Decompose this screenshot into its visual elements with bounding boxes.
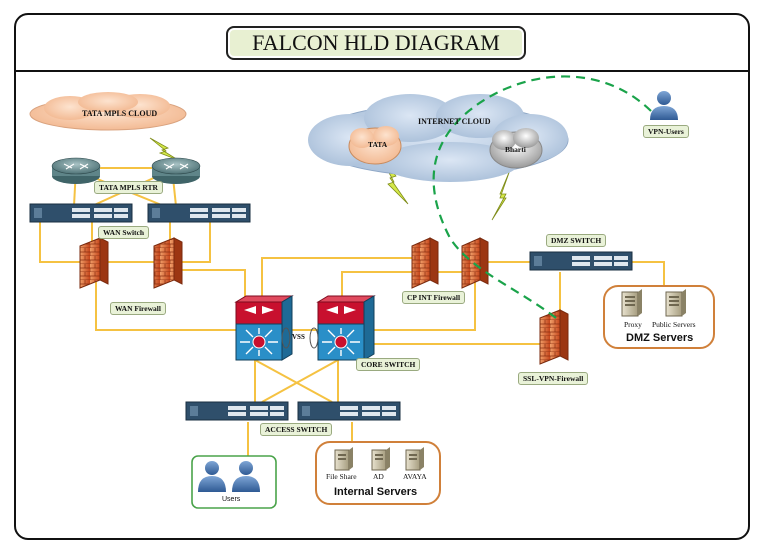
bharti-cloud-label: Bharti — [505, 145, 526, 154]
file-share-label: File Share — [326, 472, 357, 481]
vpn-users-label: VPN-Users — [643, 125, 689, 138]
user-icon-1 — [198, 461, 226, 492]
core-switch-1 — [234, 295, 294, 361]
diagram-title: FALCON HLD DIAGRAM — [226, 26, 526, 60]
ad-server-icon — [371, 447, 390, 471]
cp-int-firewall-label: CP INT Firewall — [402, 291, 466, 304]
vss-link-icon — [281, 327, 319, 349]
user-icon-2 — [232, 461, 260, 492]
dmz-switch-label: DMZ SWITCH — [546, 234, 607, 247]
access-switch-2 — [297, 401, 401, 421]
public-server-icon — [665, 289, 686, 317]
wan-switch-1 — [29, 203, 133, 223]
avaya-label: AVAYA — [403, 472, 427, 481]
wan-firewall-label: WAN Firewall — [110, 302, 166, 315]
users-label: Users — [222, 496, 241, 503]
mpls-router-2 — [151, 157, 201, 184]
core-switch-2 — [316, 295, 376, 361]
bharti-isp-cloud — [489, 128, 543, 169]
mpls-router-1 — [51, 157, 101, 184]
ad-label: AD — [373, 472, 384, 481]
wan-switch-label: WAN Switch — [98, 226, 150, 239]
vpn-tunnel-path — [432, 75, 653, 319]
ssl-vpn-firewall — [539, 309, 569, 365]
core-switch-label: CORE SWITCH — [356, 358, 421, 371]
mpls-router-label: TATA MPLS RTR — [94, 181, 163, 194]
vss-label: VSS — [292, 333, 305, 341]
avaya-server-icon — [405, 447, 424, 471]
internal-servers-title: Internal Servers — [334, 486, 418, 498]
wan-firewall-1 — [79, 237, 109, 289]
wan-switch-2 — [147, 203, 251, 223]
title-divider — [15, 70, 749, 72]
proxy-server-label: Proxy — [624, 320, 642, 329]
proxy-server-icon — [621, 289, 642, 317]
tata-mpls-cloud — [29, 92, 187, 131]
diagram-frame — [14, 13, 750, 540]
internet-cloud-label: INTERNET CLOUD — [418, 117, 491, 126]
dmz-switch — [529, 251, 633, 271]
wan-firewall-2 — [153, 237, 183, 289]
tata-isp-cloud — [348, 126, 402, 165]
access-switch-label: ACCESS SWITCH — [260, 423, 333, 436]
file-share-server-icon — [334, 447, 353, 471]
access-switch-1 — [185, 401, 289, 421]
vpn-user-icon — [650, 91, 678, 120]
cp-int-firewall-1 — [411, 237, 439, 289]
ssl-vpn-firewall-label: SSL-VPN-Firewall — [518, 372, 589, 385]
mpls-cloud-label: TATA MPLS CLOUD — [82, 109, 158, 118]
dmz-servers-title: DMZ Servers — [626, 332, 694, 344]
public-servers-label: Public Servers — [652, 320, 696, 329]
tata-cloud-label: TATA — [368, 140, 388, 149]
